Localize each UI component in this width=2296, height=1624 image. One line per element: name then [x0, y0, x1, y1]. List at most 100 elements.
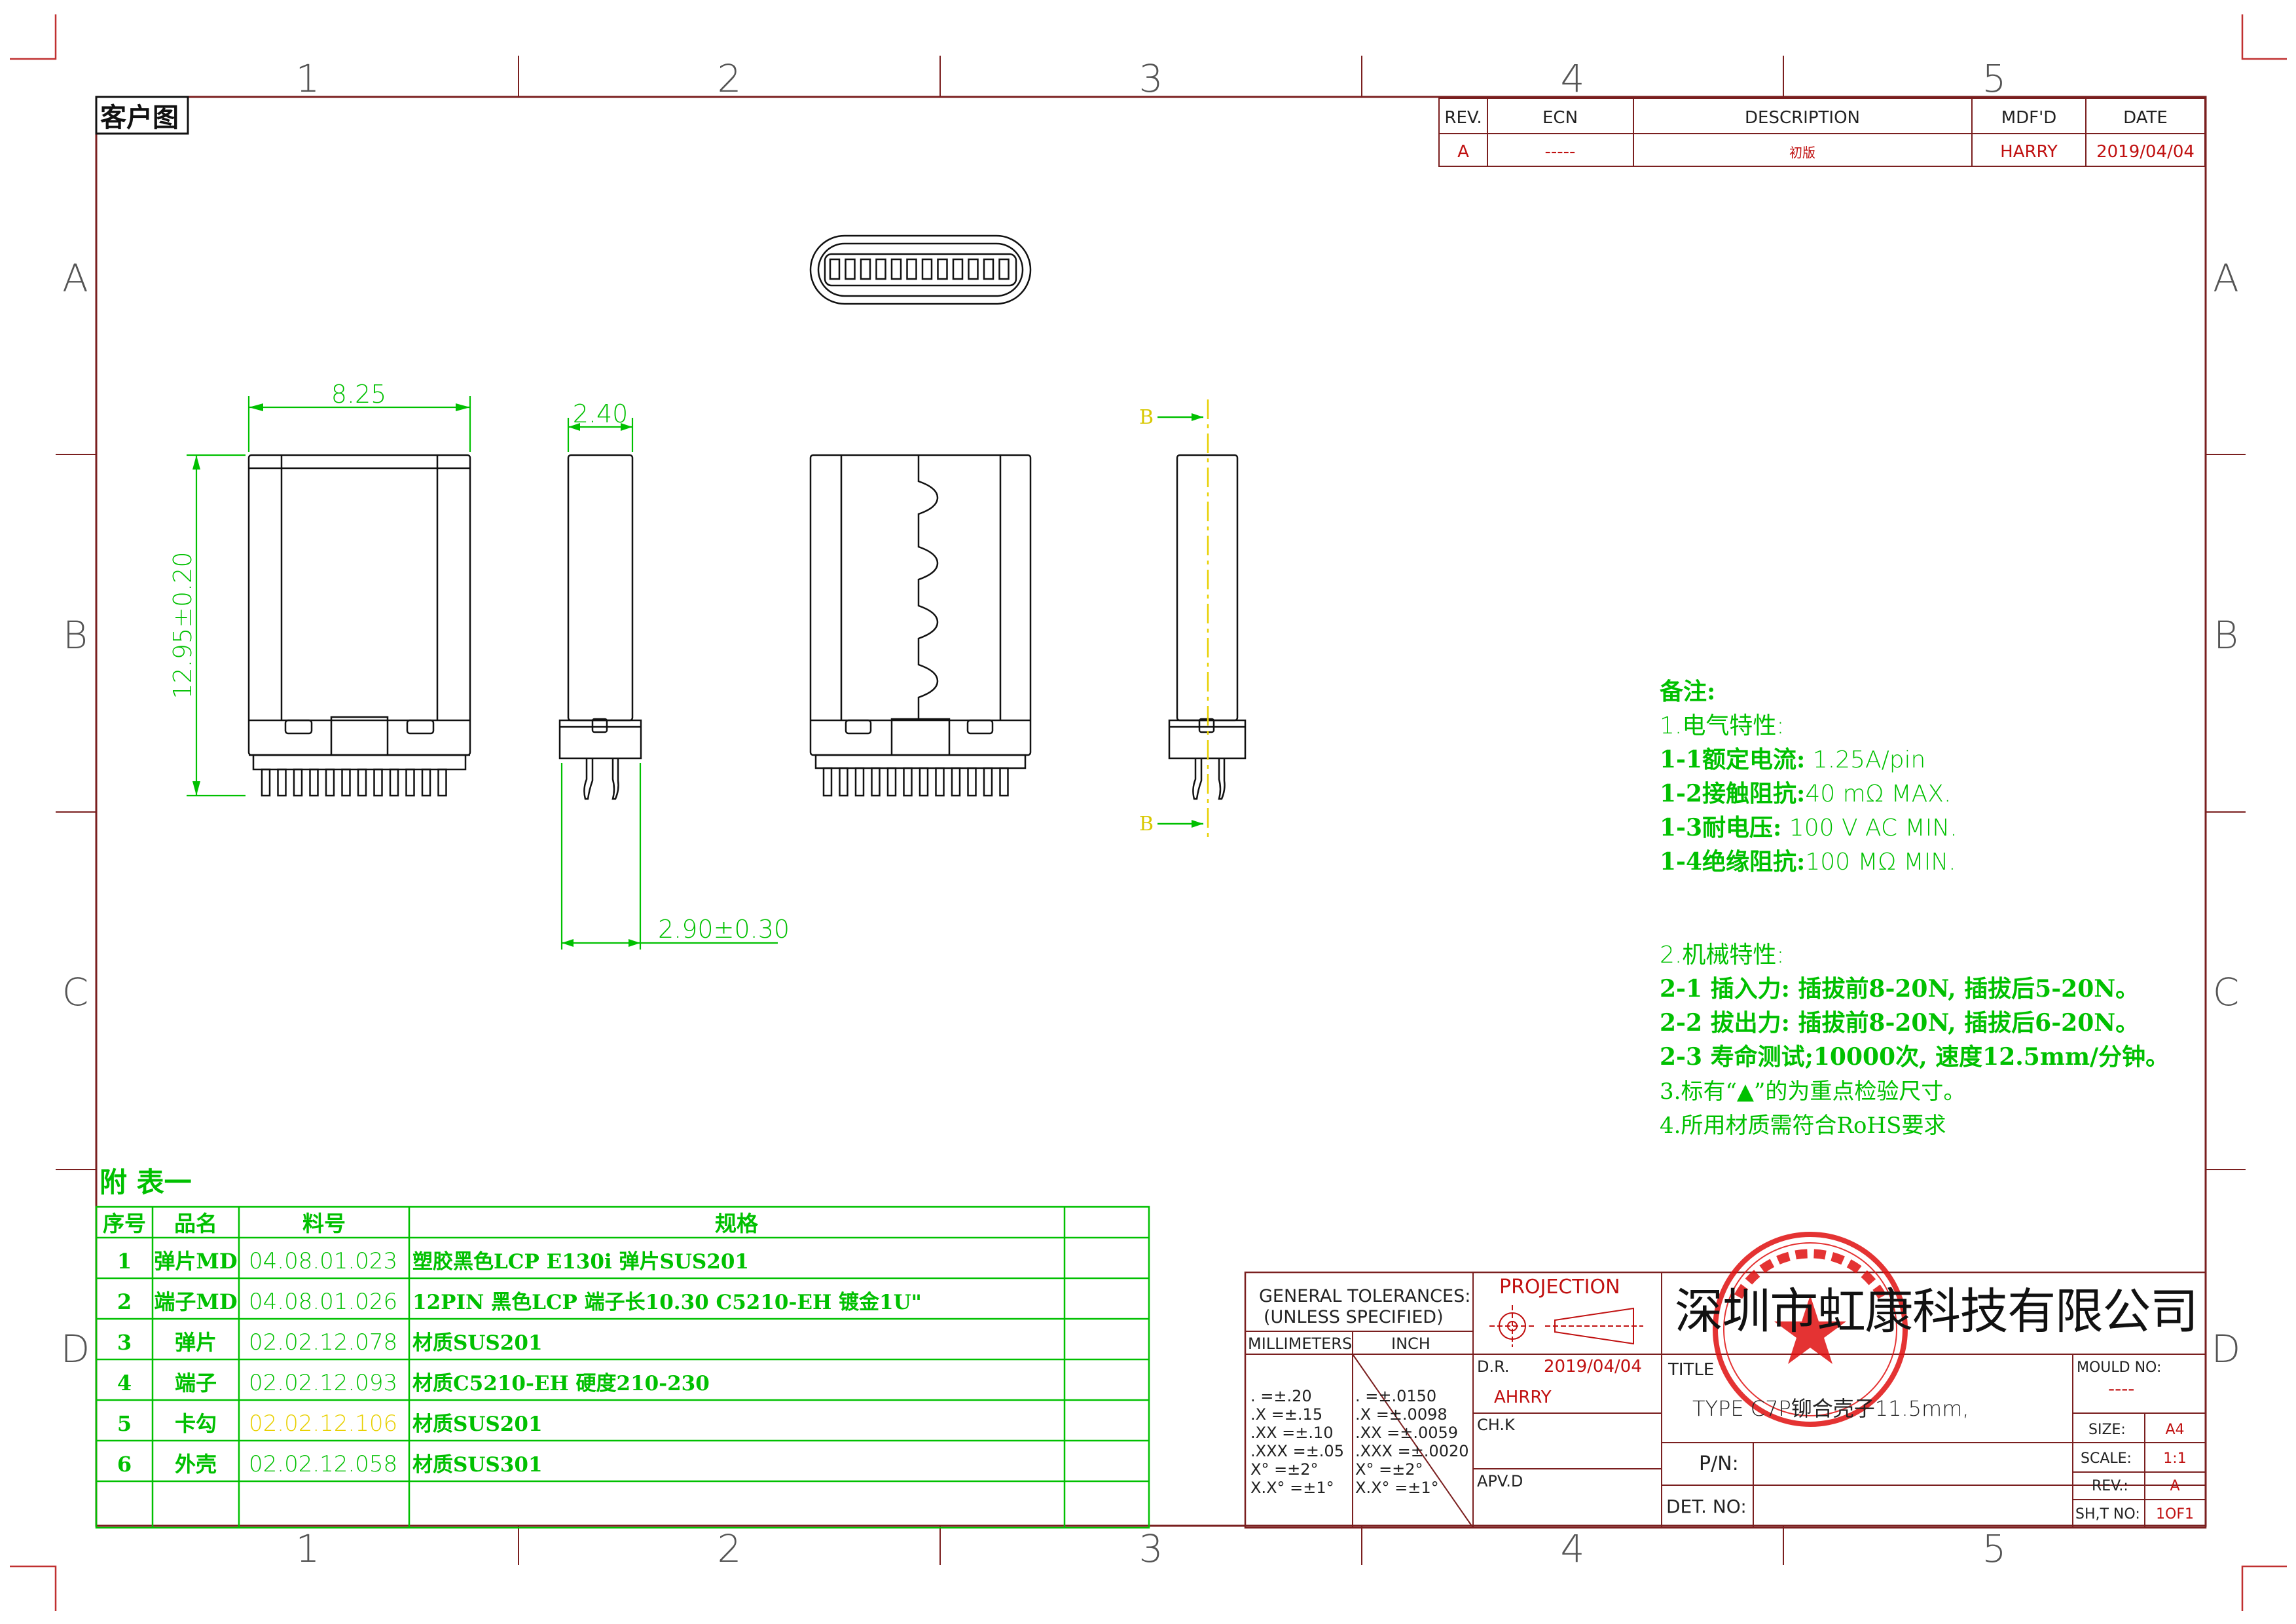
- title-label: TITLE: [1667, 1360, 1714, 1380]
- ch-label: CH.K: [1477, 1416, 1516, 1434]
- note-line: 1-3耐电压: 100 V AC MIN.: [1660, 814, 1958, 841]
- revision-table: REV. ECN DESCRIPTION MDF'D DATE A ----- …: [1438, 98, 2206, 167]
- terminal-pin: [921, 258, 933, 280]
- terminal-pin: [829, 258, 841, 280]
- rev-value: A: [1457, 142, 1469, 162]
- tol-inch: .X =±.0098: [1355, 1405, 1448, 1424]
- crop-marks: [10, 14, 2287, 1611]
- row-label: A: [2213, 256, 2239, 301]
- note-line: 1-4绝缘阻抗:100 MΩ MIN.: [1660, 848, 1956, 876]
- section-mark: B: [1139, 406, 1154, 429]
- tol-title: (UNLESS SPECIFIED): [1264, 1307, 1444, 1327]
- bom-header: 规格: [715, 1211, 759, 1236]
- bom-cell: 2: [117, 1289, 132, 1314]
- bom-cell: 3: [117, 1330, 132, 1355]
- section-line-b: B B: [1139, 399, 1209, 838]
- tol-inch: X.X° =±1°: [1355, 1479, 1439, 1497]
- notes-electrical-title: 1.电气特性:: [1660, 712, 1784, 739]
- tol-mm: .X =±.15: [1250, 1405, 1322, 1424]
- bom-header: 料号: [302, 1211, 346, 1236]
- dimension-thickness: 2.40: [567, 399, 634, 452]
- note-line: 4.所用材质需符合RoHS要求: [1660, 1113, 1946, 1139]
- bom-cell: 04.08.01.026: [249, 1289, 397, 1315]
- bom-cell: 02.02.12.078: [249, 1329, 397, 1356]
- rev-header: ECN: [1542, 108, 1578, 128]
- mm-header: MILLIMETERS: [1248, 1335, 1352, 1353]
- bom-cell: 弹片: [175, 1330, 217, 1355]
- pn-label: P/N:: [1699, 1452, 1739, 1475]
- terminal-pin: [860, 258, 871, 280]
- terminal-pin: [999, 767, 1009, 797]
- bom-cell: 弹片MD: [154, 1249, 237, 1274]
- notes-mechanical-title: 2.机械特性:: [1660, 942, 1784, 969]
- dimension-label: 2.90±0.30: [658, 915, 790, 944]
- bom-cell: 12PIN 黑色LCP 端子长10.30 C5210-EH 镀金1U": [412, 1291, 922, 1314]
- terminal-pin: [968, 258, 979, 280]
- terminal-pin: [871, 767, 881, 797]
- rev-value: 初版: [1789, 145, 1815, 160]
- terminal-pin: [309, 768, 319, 797]
- bom-cell: 02.02.12.106: [249, 1411, 397, 1437]
- terminal-pin: [325, 768, 335, 797]
- mould-label: MOULD NO:: [2077, 1359, 2161, 1376]
- rev-header: REV.: [1444, 108, 1482, 128]
- terminal-pin: [983, 258, 994, 280]
- dr-date: 2019/04/04: [1544, 1357, 1642, 1376]
- zone-ticks: [56, 56, 2246, 1565]
- terminal-pin: [919, 767, 929, 797]
- view-label: 客户图: [100, 102, 179, 133]
- mould-value: ----: [2108, 1378, 2134, 1399]
- col-label: 5: [1982, 1526, 2007, 1571]
- bom-cell: 材质SUS201: [412, 1331, 543, 1355]
- terminal-pin: [822, 767, 833, 797]
- bom-cell: 04.08.01.023: [249, 1248, 397, 1274]
- bom-header: 品名: [174, 1211, 217, 1236]
- terminal-pin: [421, 768, 431, 797]
- tol-inch: . =±.0150: [1355, 1387, 1436, 1405]
- terminal-pin: [935, 767, 945, 797]
- note-line: 3.标有“▲”的为重点检验尺寸。: [1660, 1079, 1965, 1105]
- row-label: B: [2214, 613, 2238, 657]
- col-label: 3: [1139, 56, 1163, 101]
- row-label: B: [63, 613, 88, 657]
- dimension-pin-offset: 2.90±0.30: [560, 763, 790, 950]
- col-label: 1: [296, 56, 320, 101]
- col-label: 2: [718, 56, 742, 101]
- bom-cell: 材质SUS301: [412, 1453, 543, 1477]
- terminal-pin: [875, 258, 886, 280]
- apv-label: APV.D: [1477, 1472, 1523, 1490]
- scale-value: 1:1: [2163, 1450, 2186, 1467]
- section-mark: B: [1139, 813, 1154, 836]
- bom-header: 序号: [103, 1211, 146, 1236]
- row-label: A: [62, 256, 88, 301]
- bom-cell: 外壳: [175, 1452, 217, 1477]
- terminal-pin: [906, 258, 917, 280]
- tol-mm: X.X° =±1°: [1250, 1479, 1334, 1497]
- terminal-pin: [886, 767, 897, 797]
- dimension-label: 12.95±0.20: [168, 551, 197, 699]
- bom-cell: 02.02.12.093: [249, 1370, 397, 1396]
- view-label-box: 客户图: [95, 96, 189, 135]
- projection-symbol-icon: [1489, 1305, 1643, 1347]
- note-line: 2-1 插入力: 插拔前8-20N, 插拔后5-20N。: [1660, 975, 2139, 1003]
- col-label: 3: [1139, 1526, 1163, 1571]
- tol-title: GENERAL TOLERANCES:: [1259, 1286, 1470, 1306]
- tol-mm: .XX =±.10: [1250, 1424, 1334, 1442]
- col-label: 4: [1561, 56, 1585, 101]
- company-stamp: [1713, 1232, 1908, 1427]
- col-label: 2: [718, 1526, 742, 1571]
- dimension-width: 8.25: [247, 380, 471, 452]
- bom-cell: 02.02.12.058: [249, 1451, 397, 1477]
- note-value: 40 mΩ MAX.: [1805, 781, 1951, 807]
- terminal-pin: [437, 768, 447, 797]
- rev-value: HARRY: [2000, 142, 2058, 162]
- bom-cell: 卡勾: [175, 1411, 217, 1436]
- terminal-pin: [845, 258, 856, 280]
- dr-label: D.R.: [1477, 1357, 1510, 1376]
- row-label: D: [2212, 1327, 2241, 1371]
- sheet-label: SH,T NO:: [2075, 1506, 2140, 1522]
- note-label: 1-3耐电压:: [1660, 814, 1781, 841]
- back-view: [809, 454, 1032, 797]
- note-line: 1-1额定电流: 1.25A/pin: [1660, 746, 1925, 773]
